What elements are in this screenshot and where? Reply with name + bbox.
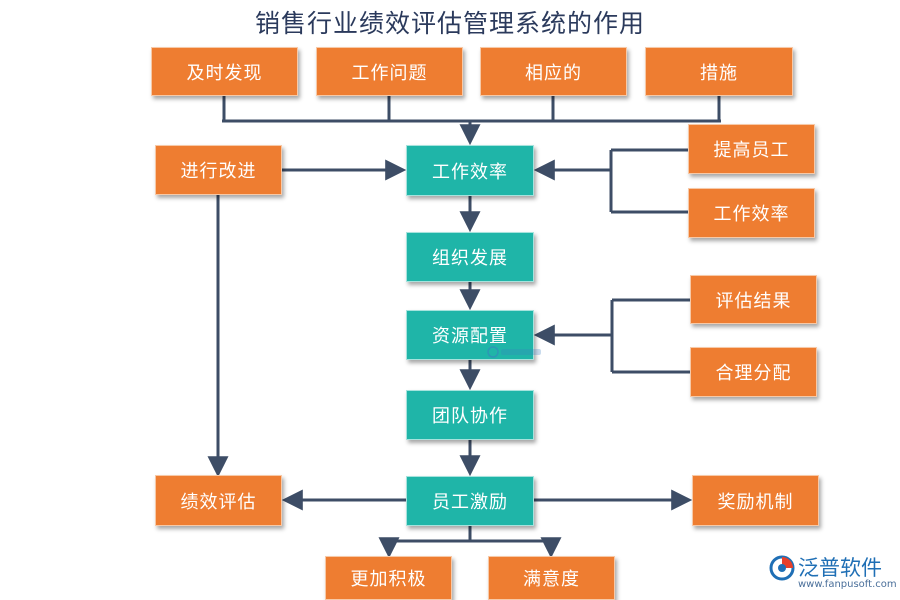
node-pinggu-jieguo: 评估结果 xyxy=(690,275,817,324)
node-gongzuo-xiaolv-side: 工作效率 xyxy=(688,188,815,238)
node-xiangying-de: 相应的 xyxy=(480,47,627,96)
node-gongzuo-wenti: 工作问题 xyxy=(316,47,463,96)
diagram-title: 销售行业绩效评估管理系统的作用 xyxy=(254,9,645,38)
company-logo: 泛普软件 www.fanpusoft.com xyxy=(768,552,897,598)
node-ziyuan-peizhi: 资源配置 xyxy=(406,310,534,360)
node-cuoshi: 措施 xyxy=(645,47,793,96)
node-jiangli-jizhi: 奖励机制 xyxy=(692,475,819,526)
node-tigao-yuangong: 提高员工 xyxy=(688,124,815,174)
node-gengjia-jiji: 更加积极 xyxy=(325,556,452,600)
fanpu-watermark xyxy=(487,346,541,358)
logo-name: 泛普软件 xyxy=(798,556,882,580)
node-manyidu: 满意度 xyxy=(488,556,615,600)
node-jixiao-pinggu: 绩效评估 xyxy=(155,475,282,526)
node-gongzuo-xiaolv-main: 工作效率 xyxy=(406,145,534,196)
node-yuangong-jili: 员工激励 xyxy=(406,476,534,526)
node-jishi-faxian: 及时发现 xyxy=(151,47,298,96)
logo-url: www.fanpusoft.com xyxy=(798,579,897,590)
fanpu-logo-icon xyxy=(769,555,795,581)
node-zuzhi-fazhan: 组织发展 xyxy=(406,232,534,282)
node-tuandui-xiezuo: 团队协作 xyxy=(406,390,534,440)
node-jinxing-gaijin: 进行改进 xyxy=(155,145,282,195)
node-heli-fenpei: 合理分配 xyxy=(690,347,817,397)
